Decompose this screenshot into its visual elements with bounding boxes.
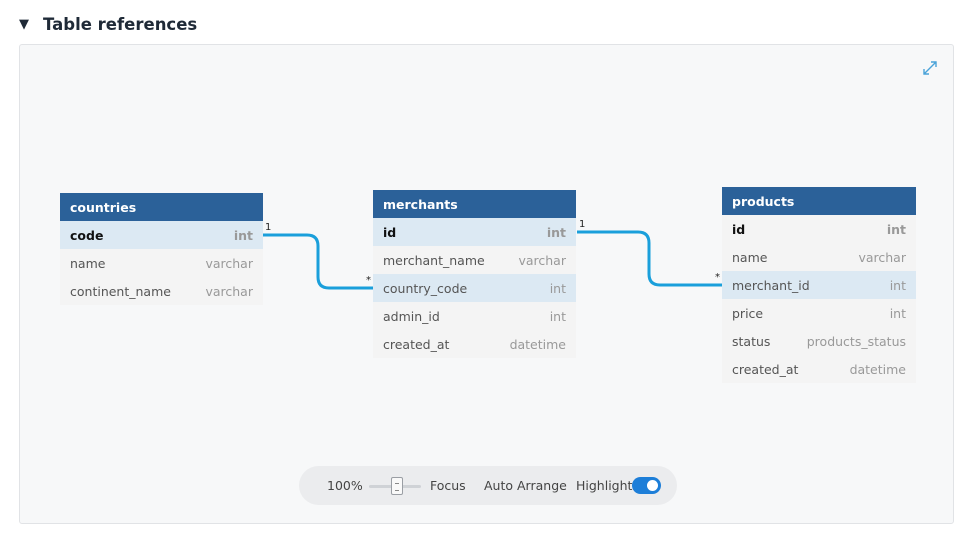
field-type: int — [549, 308, 566, 324]
field-name: id — [383, 224, 397, 240]
field-name: admin_id — [383, 308, 440, 324]
field-row[interactable]: id int — [722, 215, 916, 243]
field-row[interactable]: name varchar — [60, 249, 263, 277]
field-type: varchar — [518, 252, 566, 268]
cardinality-label: * — [715, 272, 720, 283]
field-row[interactable]: created_at datetime — [722, 355, 916, 383]
field-name: continent_name — [70, 283, 171, 299]
field-row[interactable]: merchant_id int — [722, 271, 916, 299]
field-name: country_code — [383, 280, 468, 296]
field-row[interactable]: continent_name varchar — [60, 277, 263, 305]
reference-connectors — [263, 230, 722, 290]
diagram-canvas[interactable]: 1 * 1 * countries code int name varchar … — [19, 44, 954, 524]
zoom-level: 100% — [327, 478, 363, 493]
cardinality-label: * — [366, 275, 371, 286]
field-name: created_at — [383, 336, 450, 352]
slider-handle-icon[interactable] — [391, 477, 403, 495]
table-header[interactable]: merchants — [373, 190, 576, 218]
section-title: Table references — [43, 14, 198, 34]
field-type: varchar — [858, 249, 906, 265]
field-type: int — [886, 221, 906, 237]
field-row[interactable]: admin_id int — [373, 302, 576, 330]
field-type: varchar — [205, 283, 253, 299]
focus-button[interactable]: Focus — [430, 478, 466, 493]
field-row[interactable]: id int — [373, 218, 576, 246]
table-products[interactable]: products id int name varchar merchant_id… — [722, 187, 916, 383]
section-header[interactable]: ▼ Table references — [19, 12, 197, 36]
table-header[interactable]: products — [722, 187, 916, 215]
toggle-knob — [647, 480, 658, 491]
field-name: name — [732, 249, 768, 265]
field-row[interactable]: price int — [722, 299, 916, 327]
field-name: created_at — [732, 361, 799, 377]
field-type: int — [546, 224, 566, 240]
table-header[interactable]: countries — [60, 193, 263, 221]
field-name: merchant_name — [383, 252, 485, 268]
auto-arrange-button[interactable]: Auto Arrange — [484, 478, 567, 493]
field-type: int — [549, 280, 566, 296]
field-row[interactable]: status products_status — [722, 327, 916, 355]
field-row[interactable]: code int — [60, 221, 263, 249]
field-type: int — [889, 277, 906, 293]
table-merchants[interactable]: merchants id int merchant_name varchar c… — [373, 190, 576, 358]
field-name: merchant_id — [732, 277, 810, 293]
field-type: int — [889, 305, 906, 321]
highlight-toggle[interactable] — [632, 477, 661, 494]
table-countries[interactable]: countries code int name varchar continen… — [60, 193, 263, 305]
field-type: int — [233, 227, 253, 243]
cardinality-label: 1 — [579, 219, 586, 230]
cardinality-label: 1 — [265, 222, 272, 233]
field-name: id — [732, 221, 746, 237]
field-row[interactable]: country_code int — [373, 274, 576, 302]
zoom-slider[interactable] — [369, 477, 421, 495]
field-type: varchar — [205, 255, 253, 271]
field-name: status — [732, 333, 771, 349]
field-row[interactable]: created_at datetime — [373, 330, 576, 358]
diagram-toolbar: 100% Focus Auto Arrange Highlight — [299, 466, 677, 505]
field-type: datetime — [849, 361, 906, 377]
field-name: code — [70, 227, 104, 243]
field-name: name — [70, 255, 106, 271]
field-row[interactable]: merchant_name varchar — [373, 246, 576, 274]
field-name: price — [732, 305, 764, 321]
expand-icon[interactable] — [921, 59, 939, 77]
field-type: products_status — [806, 333, 906, 349]
highlight-label: Highlight — [576, 478, 633, 493]
field-row[interactable]: name varchar — [722, 243, 916, 271]
reference-line-countries-merchants[interactable] — [263, 233, 373, 290]
collapse-triangle-icon[interactable]: ▼ — [19, 16, 29, 32]
reference-line-merchants-products[interactable] — [577, 230, 722, 287]
field-type: datetime — [509, 336, 566, 352]
